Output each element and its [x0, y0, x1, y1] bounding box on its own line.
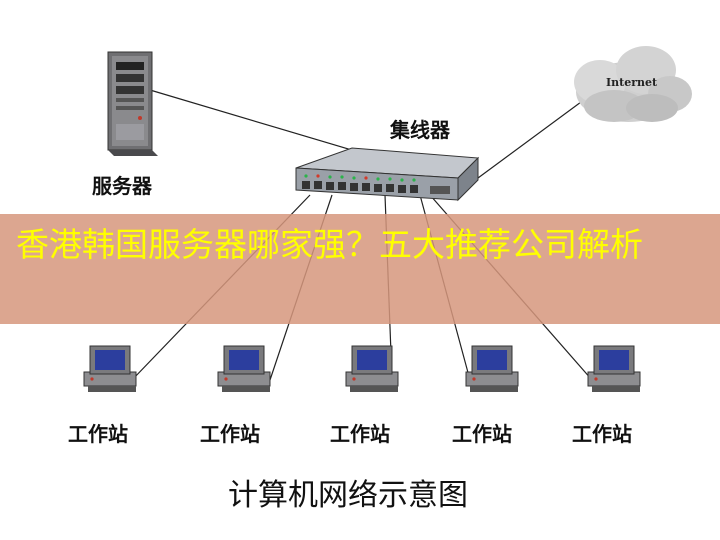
workstation-label-1: 工作站: [68, 422, 128, 446]
workstation-icon-5: [587, 345, 641, 392]
internet-cloud-icon: [574, 46, 692, 122]
hub-leds: [304, 174, 416, 182]
banner-title: 香港韩国服务器哪家强？五大推荐公司解析: [16, 225, 643, 264]
internet-label: Internet: [606, 76, 658, 89]
hub-icon: [295, 147, 480, 202]
workstation-icon-4: [465, 345, 519, 392]
title-banner: 香港韩国服务器哪家强？五大推荐公司解析: [0, 214, 720, 324]
workstation-icon-3: [345, 345, 399, 392]
hub-label: 集线器: [390, 118, 450, 142]
workstation-icon-2: [217, 345, 271, 392]
workstation-label-2: 工作站: [200, 422, 260, 446]
server-label: 服务器: [92, 174, 152, 198]
workstation-label-3: 工作站: [330, 422, 390, 446]
workstation-label-5: 工作站: [572, 422, 632, 446]
workstation-label-4: 工作站: [452, 422, 512, 446]
workstation-icon-1: [83, 345, 137, 392]
server-tower-icon: [107, 51, 158, 156]
hub-ports: [302, 181, 450, 194]
diagram-caption: 计算机网络示意图: [228, 478, 468, 513]
